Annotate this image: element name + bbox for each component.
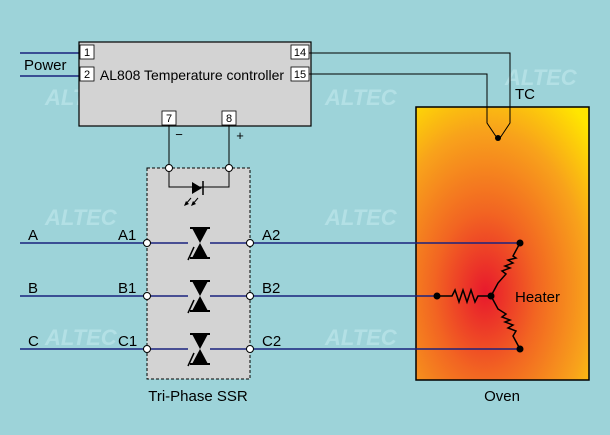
pin-2-label: 2 (84, 69, 90, 81)
tc-label: TC (515, 86, 535, 103)
triac-a-icon (187, 226, 210, 261)
watermark: ALTEC (44, 205, 118, 230)
pin-1-label: 1 (84, 47, 90, 59)
ssr-terminal-minus (165, 164, 173, 172)
thermocouple-wires (309, 52, 511, 139)
phase-b-label: B (28, 280, 38, 297)
pin-8-label: 8 (226, 113, 232, 125)
watermark: ALTEC (324, 205, 398, 230)
watermark: ALTEC (324, 325, 398, 350)
minus-sign: − (175, 127, 183, 142)
led-icon (184, 181, 204, 206)
plus-sign: + (236, 128, 244, 143)
terminal-a2-label: A2 (262, 227, 280, 244)
pin-2 (79, 66, 95, 82)
power-wires (20, 52, 79, 77)
phase-a-label: A (28, 227, 38, 244)
terminal-b2-label: B2 (262, 280, 280, 297)
terminal-c2-label: C2 (262, 333, 281, 350)
pin-14-label: 14 (294, 47, 306, 59)
heater-label: Heater (515, 289, 560, 306)
ssr-terminals (143, 239, 254, 353)
triac-c-icon (187, 332, 210, 367)
power-label: Power (24, 57, 67, 74)
heater-resistor-network (437, 242, 521, 350)
oven-label: Oven (484, 388, 520, 405)
temperature-controller (78, 41, 312, 127)
pin-14 (290, 44, 310, 60)
watermark: ALTEC (44, 325, 118, 350)
watermark: ALTEC (504, 65, 578, 90)
pin-15-label: 15 (294, 69, 306, 81)
pin-1 (79, 44, 95, 60)
watermark: ALTEC (324, 85, 398, 110)
ssr-terminal-plus (225, 164, 233, 172)
heater-nodes (433, 239, 524, 353)
triac-b-icon (187, 279, 210, 314)
controller-pins: 1 2 14 15 7 8 (79, 44, 310, 126)
terminal-c1-label: C1 (118, 333, 137, 350)
pin-7-label: 7 (166, 113, 172, 125)
thermocouple-junction (495, 135, 501, 141)
phase-c-label: C (28, 333, 39, 350)
terminal-b1-label: B1 (118, 280, 136, 297)
phase-lines (20, 242, 520, 350)
terminal-a1-label: A1 (118, 227, 136, 244)
controller-title: AL808 Temperature controller (100, 67, 285, 83)
ssr-label: Tri-Phase SSR (148, 388, 248, 405)
